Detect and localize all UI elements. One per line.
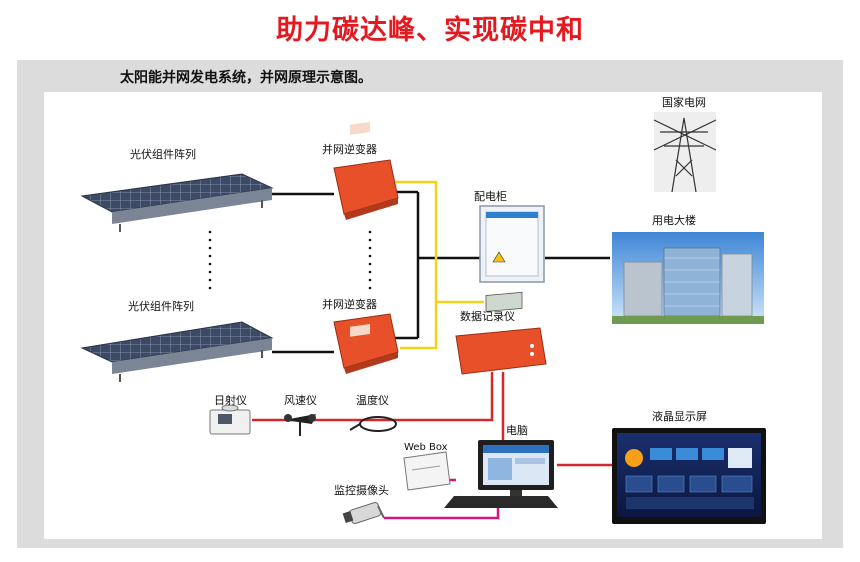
pv-array-top bbox=[80, 173, 274, 232]
inverter-top bbox=[333, 121, 399, 220]
continuation-dots bbox=[208, 230, 372, 290]
label-computer: 电脑 bbox=[506, 424, 528, 437]
anemometer bbox=[284, 414, 316, 436]
irradiance-meter bbox=[209, 404, 251, 435]
label-web-box: Web Box bbox=[404, 442, 448, 453]
signal-wiring bbox=[395, 180, 484, 350]
label-inverter-bottom: 并网逆变器 bbox=[322, 297, 377, 311]
grid-tower bbox=[653, 112, 717, 193]
label-anemometer: 风速仪 bbox=[284, 394, 317, 407]
label-inverter-top: 并网逆变器 bbox=[322, 142, 377, 156]
diagram-title: 太阳能并网发电系统，并网原理示意图。 bbox=[120, 70, 372, 86]
distribution-cabinet bbox=[479, 205, 545, 283]
label-pv-array-top: 光伏组件阵列 bbox=[130, 147, 196, 161]
dc-wiring bbox=[272, 190, 610, 354]
label-office-building: 用电大楼 bbox=[652, 213, 696, 227]
pv-array-bottom bbox=[80, 321, 274, 382]
label-national-grid: 国家电网 bbox=[662, 95, 706, 109]
inverter-bottom bbox=[333, 313, 399, 374]
camera-icon bbox=[342, 501, 385, 525]
web-box bbox=[403, 451, 451, 491]
computer bbox=[444, 440, 558, 508]
label-irradiance-meter: 日射仪 bbox=[214, 393, 247, 407]
thermometer bbox=[349, 416, 397, 432]
office-building bbox=[612, 232, 764, 324]
label-camera: 监控摄像头 bbox=[334, 483, 389, 497]
banner-title: 助力碳达峰、实现碳中和 bbox=[276, 15, 584, 46]
label-distribution-cabinet: 配电柜 bbox=[474, 190, 507, 203]
data-logger bbox=[455, 291, 547, 375]
label-pv-array-bottom: 光伏组件阵列 bbox=[128, 299, 194, 313]
label-data-logger: 数据记录仪 bbox=[460, 309, 515, 323]
lcd-screen bbox=[612, 428, 766, 524]
label-lcd-screen: 液晶显示屏 bbox=[652, 409, 707, 423]
label-thermometer: 温度仪 bbox=[356, 393, 389, 407]
